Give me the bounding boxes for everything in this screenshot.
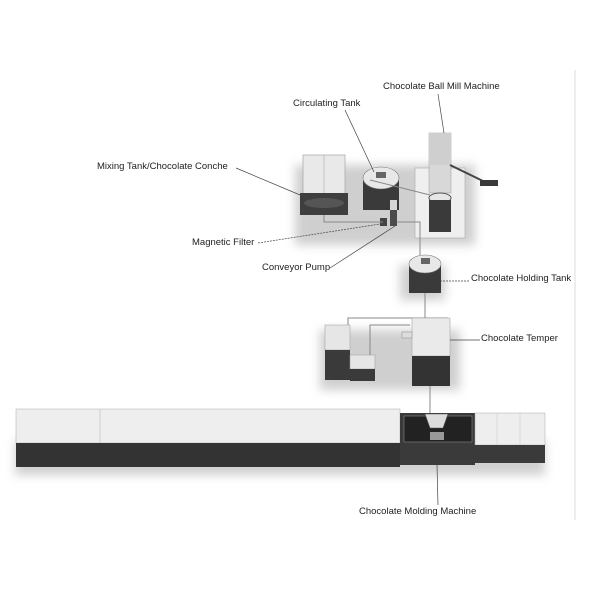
chocolate-molding-machine <box>15 408 546 467</box>
chocolate-temper <box>324 317 451 386</box>
holding-tank <box>408 254 442 293</box>
label-temper: Chocolate Temper <box>481 333 558 344</box>
circulating-tank <box>362 166 400 210</box>
magnetic-filter-and-pump <box>380 200 397 226</box>
label-magnetic-filter: Magnetic Filter <box>192 237 255 248</box>
ball-mill-machine <box>414 132 498 239</box>
leader-lines <box>235 93 480 506</box>
label-molding-machine: Chocolate Molding Machine <box>359 506 477 517</box>
label-mixing-tank: Mixing Tank/Chocolate Conche <box>97 161 228 172</box>
label-conveyor-pump: Conveyor Pump <box>262 262 331 273</box>
label-circulating-tank: Circulating Tank <box>293 98 361 109</box>
label-holding-tank: Chocolate Holding Tank <box>471 273 572 284</box>
mixing-tank-conche <box>300 154 348 215</box>
label-ball-mill: Chocolate Ball Mill Machine <box>383 81 500 92</box>
